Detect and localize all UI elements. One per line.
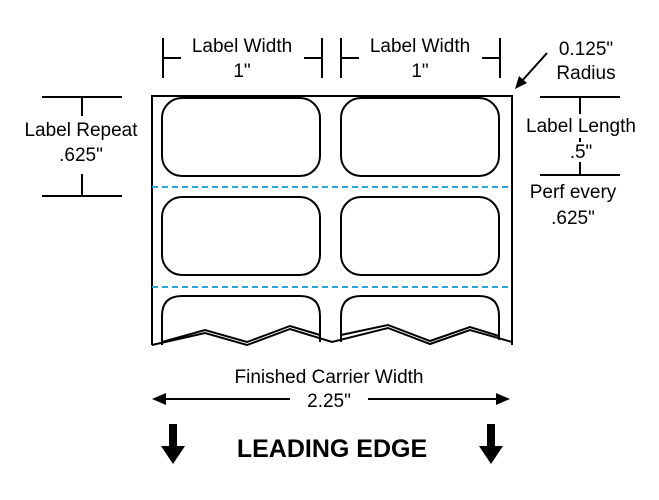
down-arrow-icon [161,424,185,464]
carrier-width-value: 2.25" [307,391,351,412]
label-row2-left [161,196,321,276]
radius-arrow-shaft [520,52,548,83]
width1-label: Label Width [192,36,292,57]
length-value: .5" [570,142,593,163]
radius-arrow-icon [515,76,527,89]
label-row3-torn-edge-right [340,323,500,343]
width1-value: 1" [233,61,250,82]
width2-label: Label Width [370,36,470,57]
perf-value: .625" [551,208,595,229]
label-row3-torn-edge [161,324,321,344]
repeat-value: .625" [59,145,103,166]
leading-edge-label: LEADING EDGE [237,435,427,463]
down-arrow-icon [479,424,503,464]
repeat-label: Label Repeat [24,120,138,141]
radius-label: Radius [556,63,615,84]
carrier-width-label: Finished Carrier Width [235,367,424,388]
carrier-width-arrow-left-icon [152,393,166,405]
label-row1-right [340,97,500,177]
label-row3-left [161,295,321,345]
perf-label: Perf every [530,182,617,203]
label-row2-right [340,196,500,276]
carrier-outline [151,95,513,345]
label-row1-left [161,97,321,177]
radius-value: 0.125" [559,39,613,60]
label-row3-right [340,295,500,342]
carrier-width-arrow-right-icon [496,393,510,405]
width2-value: 1" [411,61,428,82]
carrier-torn-edge [151,326,513,347]
length-label: Label Length [526,116,636,137]
